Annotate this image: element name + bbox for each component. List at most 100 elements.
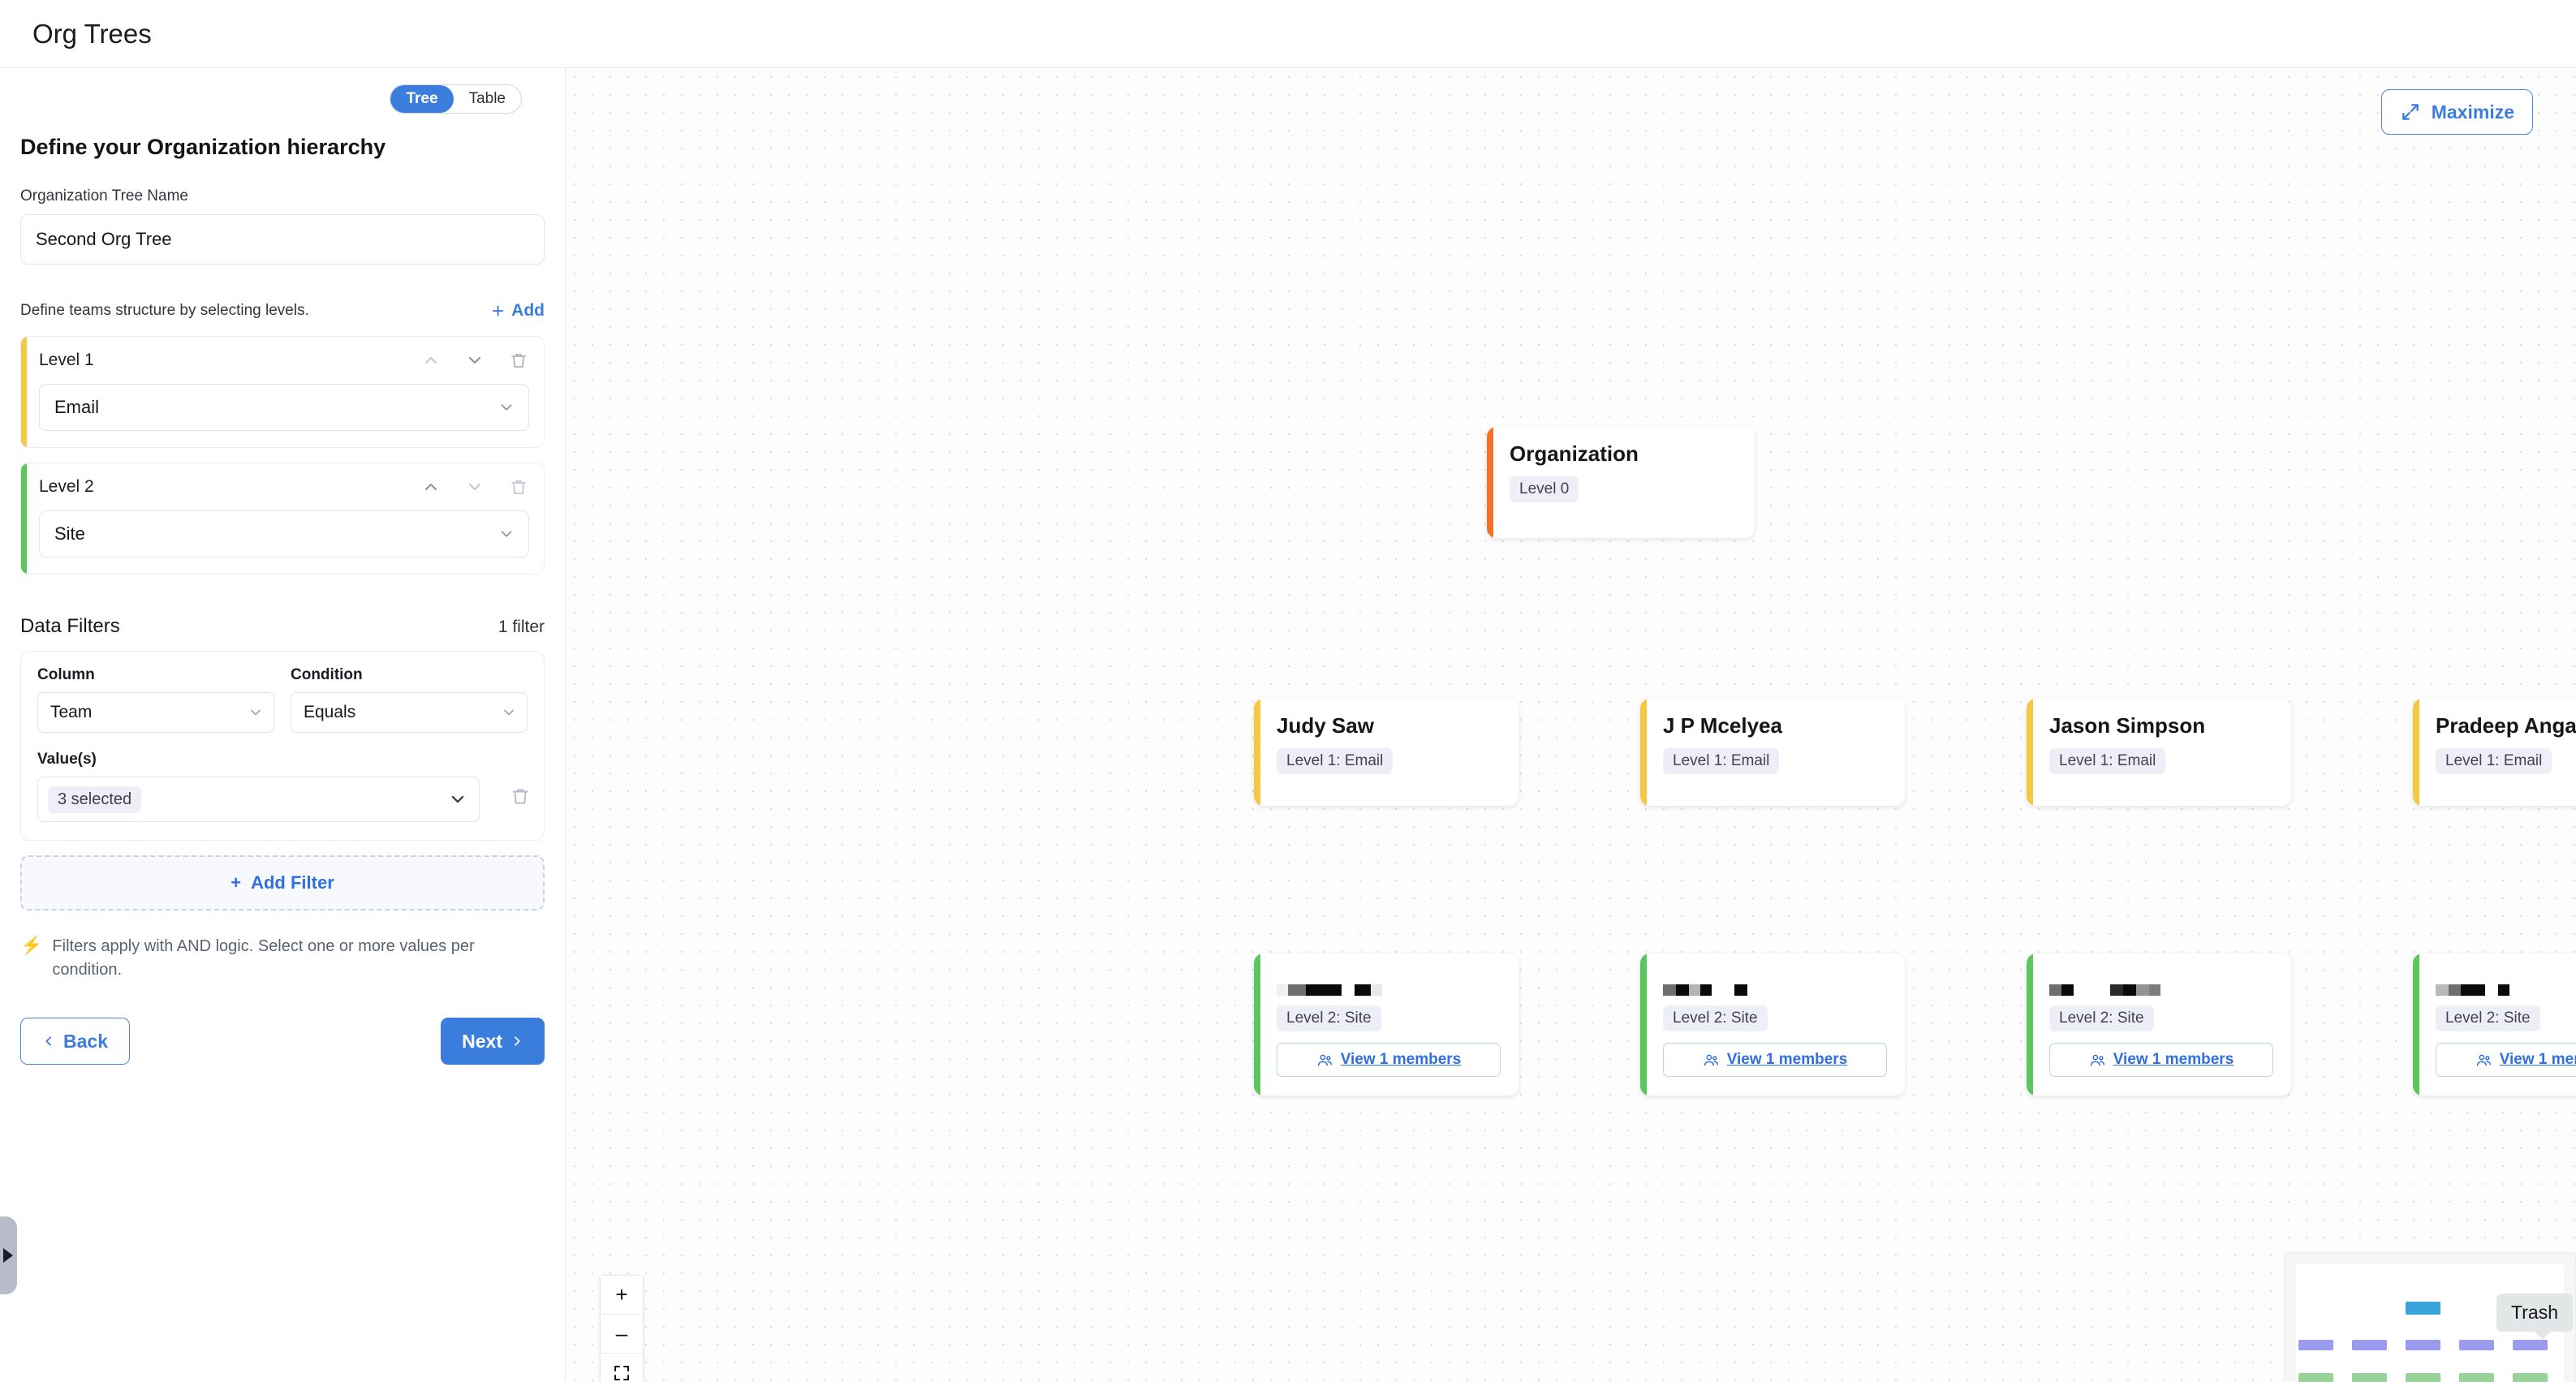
level-stripe <box>21 337 27 447</box>
filter-condition-select[interactable]: Equals <box>291 692 528 733</box>
people-icon <box>2476 1054 2491 1066</box>
condition-label: Condition <box>291 666 363 683</box>
tree-node-level2[interactable]: Level 2: Site View 1 members <box>1254 954 1518 1096</box>
filter-column-value: Team <box>50 703 93 721</box>
panel-heading: Define your Organization hierarchy <box>20 135 386 159</box>
tab-tree[interactable]: Tree <box>390 85 454 113</box>
sidebar-collapse-handle[interactable] <box>0 1216 17 1294</box>
chevron-right-icon <box>515 1036 520 1046</box>
level-name: Level 2 <box>39 477 94 496</box>
level-column-select[interactable]: Email <box>39 384 529 431</box>
redaction-block <box>1663 984 1676 996</box>
chevron-down-icon[interactable] <box>464 476 485 497</box>
node-stripe <box>2413 954 2419 1096</box>
back-label: Back <box>63 1030 108 1052</box>
chevron-up-icon[interactable] <box>420 476 442 497</box>
view-toggle[interactable]: Tree Table <box>390 84 522 114</box>
chevron-down-icon <box>501 404 512 411</box>
levels-header: Define teams structure by selecting leve… <box>20 300 545 321</box>
node-title-redacted <box>2049 968 2273 996</box>
level-stripe <box>21 463 27 574</box>
redaction-block <box>2461 984 2485 996</box>
values-chip: 3 selected <box>48 786 142 813</box>
node-stripe <box>2413 699 2419 806</box>
zoom-controls[interactable]: + – <box>600 1275 644 1382</box>
redaction-block <box>1355 984 1371 996</box>
filter-column-select[interactable]: Team <box>37 692 274 733</box>
view-members-button[interactable]: View 1 members <box>1277 1043 1501 1077</box>
minimap-node-root <box>2406 1302 2441 1315</box>
back-button[interactable]: Back <box>20 1018 130 1065</box>
zoom-in-button[interactable]: + <box>601 1276 643 1315</box>
node-level-badge: Level 2: Site <box>2049 1005 2154 1031</box>
fit-view-icon <box>614 1366 629 1380</box>
redaction-block <box>1676 984 1689 996</box>
node-title: Judy Saw <box>1277 713 1374 738</box>
people-icon <box>1317 1054 1332 1066</box>
trash-icon[interactable] <box>508 350 529 371</box>
redaction-block <box>2498 984 2509 996</box>
chevron-down-icon <box>504 709 514 716</box>
org-tree-canvas[interactable]: Maximize <box>566 68 2576 1382</box>
node-stripe <box>1487 427 1493 538</box>
redaction-block <box>1342 984 1355 996</box>
view-members-button[interactable]: View 1 members <box>1663 1043 1887 1077</box>
level-card[interactable]: Level 1 Email <box>20 336 545 448</box>
node-stripe <box>1254 699 1260 806</box>
view-members-label: View 1 members <box>1726 1051 1848 1068</box>
tree-node-level1[interactable]: Jason Simpson Level 1: Email <box>2027 699 2291 806</box>
zoom-out-button[interactable]: – <box>601 1315 643 1354</box>
node-level-badge: Level 1: Email <box>2049 748 2166 774</box>
tree-node-root[interactable]: Organization Level 0 <box>1487 427 1755 538</box>
minimap-node-level2 <box>2352 1373 2388 1382</box>
data-filters-header: Data Filters 1 filter <box>20 615 545 638</box>
node-level-badge: Level 1: Email <box>1663 748 1780 774</box>
next-button[interactable]: Next <box>441 1018 545 1065</box>
chevron-up-icon[interactable] <box>420 350 442 371</box>
column-label: Column <box>37 666 95 683</box>
node-title: Organization <box>1510 441 1639 466</box>
trash-icon[interactable] <box>508 476 529 497</box>
next-label: Next <box>462 1030 502 1052</box>
node-stripe <box>1640 699 1647 806</box>
add-filter-button[interactable]: + Add Filter <box>20 855 545 911</box>
tree-name-input[interactable] <box>20 214 545 265</box>
add-level-button[interactable]: + Add <box>492 300 545 321</box>
tree-node-level1[interactable]: J P Mcelyea Level 1: Email <box>1640 699 1905 806</box>
page-title: Org Trees <box>32 18 152 49</box>
node-stripe <box>2027 699 2033 806</box>
level-column-value: Email <box>54 397 100 417</box>
redaction-block <box>2485 984 2498 996</box>
tree-node-level1[interactable]: Judy Saw Level 1: Email <box>1254 699 1518 806</box>
add-level-label: Add <box>511 301 545 320</box>
minimap-node-level2 <box>2406 1373 2441 1382</box>
redaction-block <box>1288 984 1306 996</box>
people-icon <box>2090 1054 2104 1066</box>
tree-node-level2[interactable]: Level 2: Site View 1 members <box>2027 954 2291 1096</box>
view-toggle-wrap: Tree Table <box>20 68 545 114</box>
view-members-label: View 1 members <box>2499 1051 2576 1068</box>
view-members-label: View 1 members <box>1340 1051 1462 1068</box>
play-triangle-icon <box>3 1248 13 1263</box>
page-shell: Tree Table Define your Organization hier… <box>0 68 2576 1382</box>
node-level-badge: Level 0 <box>1510 476 1579 502</box>
redaction-block <box>1277 984 1288 996</box>
delete-filter-button[interactable] <box>510 786 531 807</box>
tree-node-level1[interactable]: Pradeep Angadi Level 1: Email <box>2413 699 2576 806</box>
tree-node-level2[interactable]: Level 2: Site View 1 members <box>2413 954 2576 1096</box>
view-members-button[interactable]: View 1 members <box>2049 1043 2273 1077</box>
view-members-button[interactable]: View 1 members <box>2436 1043 2576 1077</box>
expand-arrows-icon <box>2402 104 2419 120</box>
level-name: Level 1 <box>39 351 94 369</box>
level-card[interactable]: Level 2 Site <box>20 463 545 575</box>
trash-icon <box>512 789 528 804</box>
level-column-select[interactable]: Site <box>39 510 529 558</box>
redaction-block <box>2436 984 2449 996</box>
chevron-down-icon[interactable] <box>464 350 485 371</box>
tab-table[interactable]: Table <box>454 85 521 113</box>
tree-node-level2[interactable]: Level 2: Site View 1 members <box>1640 954 1905 1096</box>
filter-values-select[interactable]: 3 selected <box>37 777 480 822</box>
maximize-button[interactable]: Maximize <box>2380 89 2533 135</box>
redaction-block <box>1700 984 1712 996</box>
fit-view-button[interactable] <box>601 1354 643 1382</box>
